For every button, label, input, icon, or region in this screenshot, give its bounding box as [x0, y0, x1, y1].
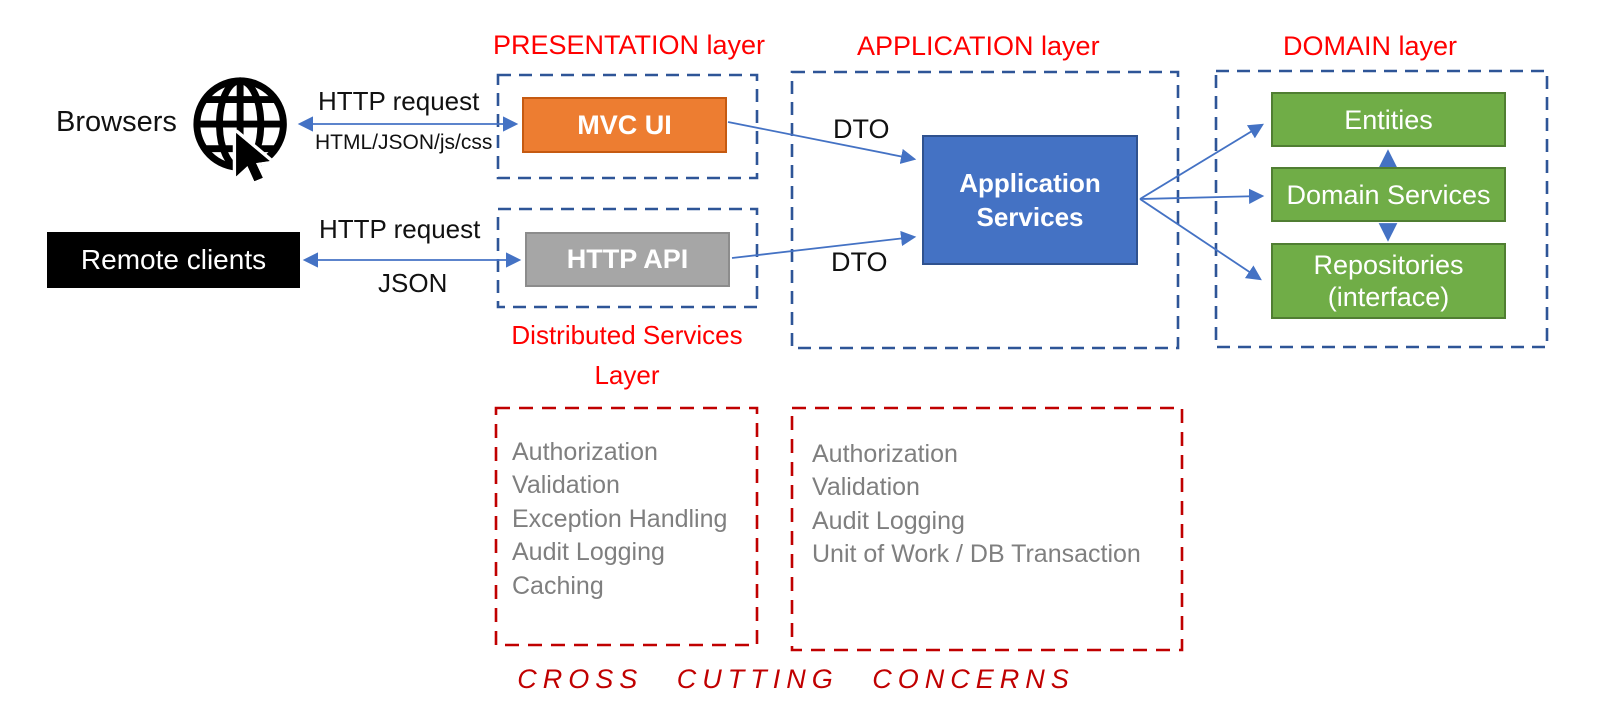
- mvc-ui-label: MVC UI: [577, 109, 672, 140]
- appservices-to-repositories-arrow: [1139, 198, 1262, 281]
- appservices-to-domainservices-arrow: [1139, 188, 1265, 204]
- remote-clients-box: Remote clients: [47, 232, 300, 288]
- list-item: Unit of Work / DB Transaction: [812, 540, 1141, 569]
- list-item: Audit Logging: [812, 506, 965, 535]
- entities-box: Entities: [1271, 92, 1506, 147]
- browser-response-label: HTML/JSON/js/css: [315, 131, 493, 154]
- presentation-layer-label: PRESENTATION layer: [493, 30, 766, 60]
- browser-request-label: HTTP request: [318, 86, 480, 116]
- remote-request-label: HTTP request: [319, 214, 481, 244]
- appservices-to-entities-arrow: [1139, 123, 1264, 200]
- http-api-box: HTTP API: [525, 232, 730, 287]
- domain-services-label: Domain Services: [1286, 179, 1491, 210]
- cross-cutting-concerns-title: CROSS CUTTING CONCERNS: [0, 664, 1600, 695]
- list-item: Audit Logging: [512, 538, 665, 567]
- list-item: Authorization: [512, 438, 658, 466]
- distributed-services-layer-label: Distributed Services Layer: [497, 315, 757, 395]
- list-item: Exception Handling: [512, 504, 728, 533]
- cross-cutting-concerns-text: CROSS CUTTING CONCERNS: [517, 664, 1075, 694]
- dto-top-label: DTO: [833, 114, 890, 144]
- list-item: Validation: [512, 471, 620, 500]
- mvc-ui-box: MVC UI: [522, 97, 727, 153]
- application-layer-label: APPLICATION layer: [857, 31, 1100, 61]
- remote-response-label: JSON: [378, 268, 448, 298]
- application-services-box: Application Services: [922, 135, 1138, 265]
- browsers-label: Browsers: [56, 106, 177, 138]
- list-item: Caching: [512, 571, 604, 600]
- remote-clients-label: Remote clients: [80, 244, 267, 275]
- cross-cutting-right-list: Authorization Validation Audit Logging U…: [812, 438, 1141, 572]
- domain-services-box: Domain Services: [1271, 167, 1506, 222]
- repositories-label-line2: (interface): [1327, 282, 1450, 312]
- cross-cutting-left-list: Authorization Validation Exception Handl…: [512, 436, 727, 603]
- repositories-label-line1: Repositories: [1313, 250, 1464, 280]
- domain-layer-label: DOMAIN layer: [1283, 31, 1458, 61]
- globe-cursor-icon: [188, 72, 308, 190]
- dto-bottom-label: DTO: [831, 247, 888, 277]
- distributed-services-line1: Distributed Services: [511, 320, 743, 350]
- application-services-label: Application Services: [959, 168, 1101, 232]
- repositories-box: Repositories (interface): [1271, 243, 1506, 319]
- entities-label: Entities: [1344, 104, 1433, 135]
- http-api-label: HTTP API: [566, 244, 689, 274]
- list-item: Authorization: [812, 440, 958, 468]
- list-item: Validation: [812, 473, 920, 502]
- distributed-services-line2: Layer: [594, 360, 660, 390]
